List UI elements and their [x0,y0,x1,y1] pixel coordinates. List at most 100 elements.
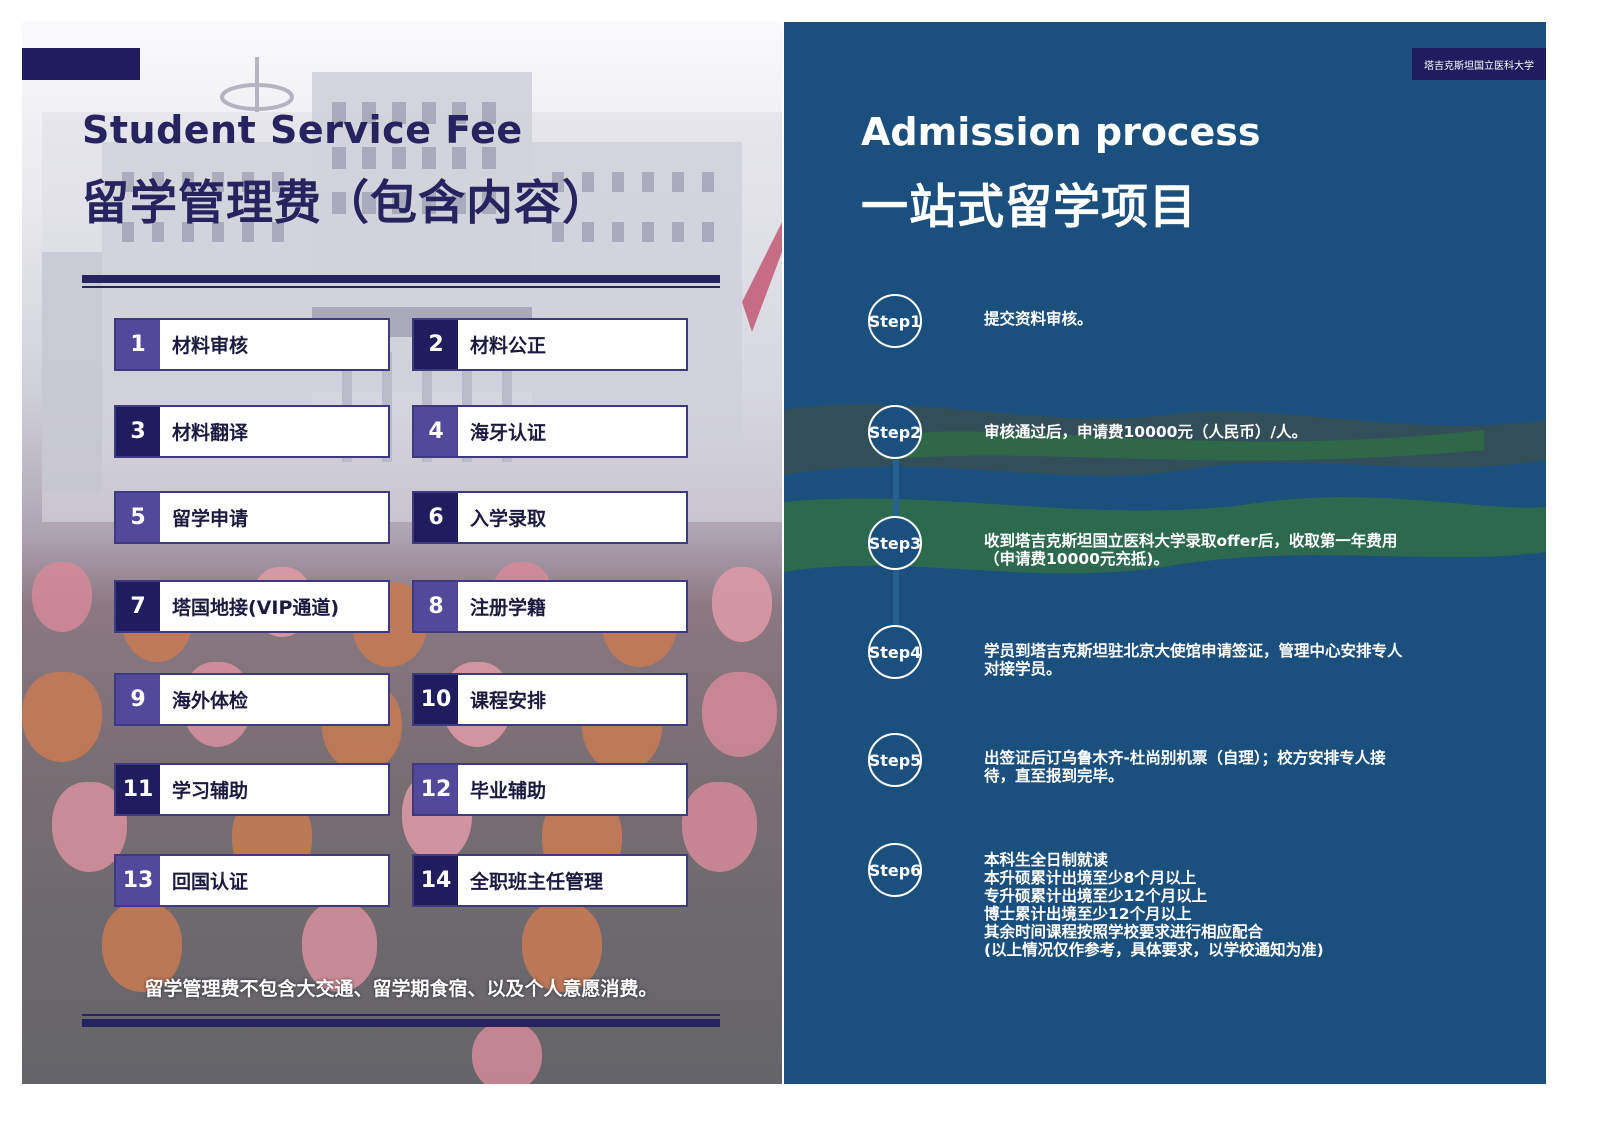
fee-item-number: 8 [414,582,458,631]
fee-item-label: 塔国地接(VIP通道) [172,597,340,619]
fee-item-9: 9 海外体检 [114,673,390,726]
divider-top [82,275,720,283]
step-description: 审核通过后，申请费10000元（人民币）/人。 [984,405,1464,459]
step-badge: Step4 [868,625,922,679]
fee-item-label: 回国认证 [172,871,249,893]
step-line: 本升硕累计出境至少8个月以上 [984,869,1197,887]
tulip-decoration [682,782,757,872]
fee-item-3: 3 材料翻译 [114,405,390,458]
fee-item-label: 毕业辅助 [470,780,547,802]
fee-item-number: 9 [116,675,160,724]
fee-item-5: 5 留学申请 [114,491,390,544]
tulip-decoration [22,672,102,762]
step-line: 对接学员。 [984,660,1062,678]
step-description: 出签证后订乌鲁木齐-杜尚别机票（自理）；校方安排专人接 待，直至报到完毕。 [984,733,1464,787]
step-line: 出签证后订乌鲁木齐-杜尚别机票（自理）；校方安排专人接 [984,749,1386,767]
fee-item-number: 6 [414,493,458,542]
fee-item-label: 留学申请 [172,508,249,530]
process-title-english: Admission process [861,110,1261,154]
fee-exclusion-note: 留学管理费不包含大交通、留学期食宿、以及个人意愿消费。 [144,978,658,1000]
fee-item-number: 4 [414,407,458,456]
step-line: 待，直至报到完毕。 [984,767,1124,785]
fee-item-label: 材料审核 [172,335,249,357]
fee-item-label: 注册学籍 [470,597,547,619]
step-description: 提交资料审核。 [984,294,1464,348]
fee-item-8: 8 注册学籍 [412,580,688,633]
step-line: 提交资料审核。 [984,310,1093,328]
step-description: 学员到塔吉克斯坦驻北京大使馆申请签证，管理中心安排专人 对接学员。 [984,625,1464,679]
tulip-decoration [522,902,602,992]
step-4: Step4 学员到塔吉克斯坦驻北京大使馆申请签证，管理中心安排专人 对接学员。 [868,625,1464,679]
tulip-decoration [702,672,777,757]
fee-item-number: 5 [116,493,160,542]
step-connector [893,460,899,530]
divider-bottom-thin [82,1014,720,1016]
tulip-decoration [712,567,772,642]
fee-item-13: 13 回国认证 [114,854,390,907]
fee-item-label: 材料公正 [470,335,547,357]
fee-item-label: 全职班主任管理 [470,871,604,893]
step-description: 本科生全日制就读 本升硕累计出境至少8个月以上 专升硕累计出境至少12个月以上 … [984,843,1464,959]
accent-bar [22,48,140,80]
fee-item-12: 12 毕业辅助 [412,763,688,816]
step-badge: Step3 [868,516,922,570]
divider-bottom [82,1019,720,1027]
fee-item-11: 11 学习辅助 [114,763,390,816]
fee-item-6: 6 入学录取 [412,491,688,544]
fee-item-number: 12 [414,765,458,814]
step-line: 本科生全日制就读 [984,851,1109,869]
fee-item-number: 7 [116,582,160,631]
fee-item-1: 1 材料审核 [114,318,390,371]
tulip-decoration [472,1022,542,1084]
decorative-streak [784,497,1546,574]
fee-item-label: 课程安排 [470,690,547,712]
fee-item-number: 10 [414,675,458,724]
fee-item-number: 11 [116,765,160,814]
service-fee-panel: Student Service Fee 留学管理费（包含内容） 1 材料审核 2… [22,22,782,1084]
step-line: 收到塔吉克斯坦国立医科大学录取offer后，收取第一年费用 [984,532,1398,550]
fee-item-number: 13 [116,856,160,905]
university-badge: 塔吉克斯坦国立医科大学 [1412,48,1546,80]
fee-item-label: 入学录取 [470,508,547,530]
step-badge: Step2 [868,405,922,459]
step-6: Step6 本科生全日制就读 本升硕累计出境至少8个月以上 专升硕累计出境至少1… [868,843,1464,959]
page-title-english: Student Service Fee [82,108,523,152]
fee-item-label: 海牙认证 [470,422,547,444]
step-line: 审核通过后，申请费10000元（人民币）/人。 [984,423,1308,441]
process-title-chinese: 一站式留学项目 [861,180,1197,235]
tulip-decoration [32,562,92,632]
fee-item-2: 2 材料公正 [412,318,688,371]
step-connector [893,570,899,638]
step-line: 博士累计出境至少12个月以上 [984,905,1192,923]
fee-item-label: 材料翻译 [172,422,249,444]
step-line: 学员到塔吉克斯坦驻北京大使馆申请签证，管理中心安排专人 [984,642,1403,660]
fee-item-label: 海外体检 [172,690,249,712]
tulip-decoration [302,902,377,992]
fee-item-10: 10 课程安排 [412,673,688,726]
step-5: Step5 出签证后订乌鲁木齐-杜尚别机票（自理）；校方安排专人接 待，直至报到… [868,733,1464,787]
fee-item-label: 学习辅助 [172,780,249,802]
admission-process-panel: 塔吉克斯坦国立医科大学 Admission process 一站式留学项目 St… [784,22,1546,1084]
university-building-illustration [42,57,782,522]
fee-item-number: 14 [414,856,458,905]
fee-item-14: 14 全职班主任管理 [412,854,688,907]
decorative-streak [784,404,1546,476]
step-line: (以上情况仅作参考，具体要求，以学校通知为准) [984,941,1324,959]
step-badge: Step1 [868,294,922,348]
fee-item-number: 2 [414,320,458,369]
tulip-decoration [102,902,182,992]
step-line: 专升硕累计出境至少12个月以上 [984,887,1208,905]
page-title-chinese: 留学管理费（包含内容） [82,176,610,231]
step-1: Step1 提交资料审核。 [868,294,1464,348]
step-3: Step3 收到塔吉克斯坦国立医科大学录取offer后，收取第一年费用 （申请费… [868,516,1464,570]
step-line: 其余时间课程按照学校要求进行相应配合 [984,923,1264,941]
step-line: （申请费10000元充抵)。 [984,550,1170,568]
step-description: 收到塔吉克斯坦国立医科大学录取offer后，收取第一年费用 （申请费10000元… [984,516,1464,570]
fee-item-number: 1 [116,320,160,369]
step-badge: Step5 [868,733,922,787]
fee-item-4: 4 海牙认证 [412,405,688,458]
step-2: Step2 审核通过后，申请费10000元（人民币）/人。 [868,405,1464,459]
fee-item-number: 3 [116,407,160,456]
fee-item-7: 7 塔国地接(VIP通道) [114,580,390,633]
step-badge: Step6 [868,843,922,897]
